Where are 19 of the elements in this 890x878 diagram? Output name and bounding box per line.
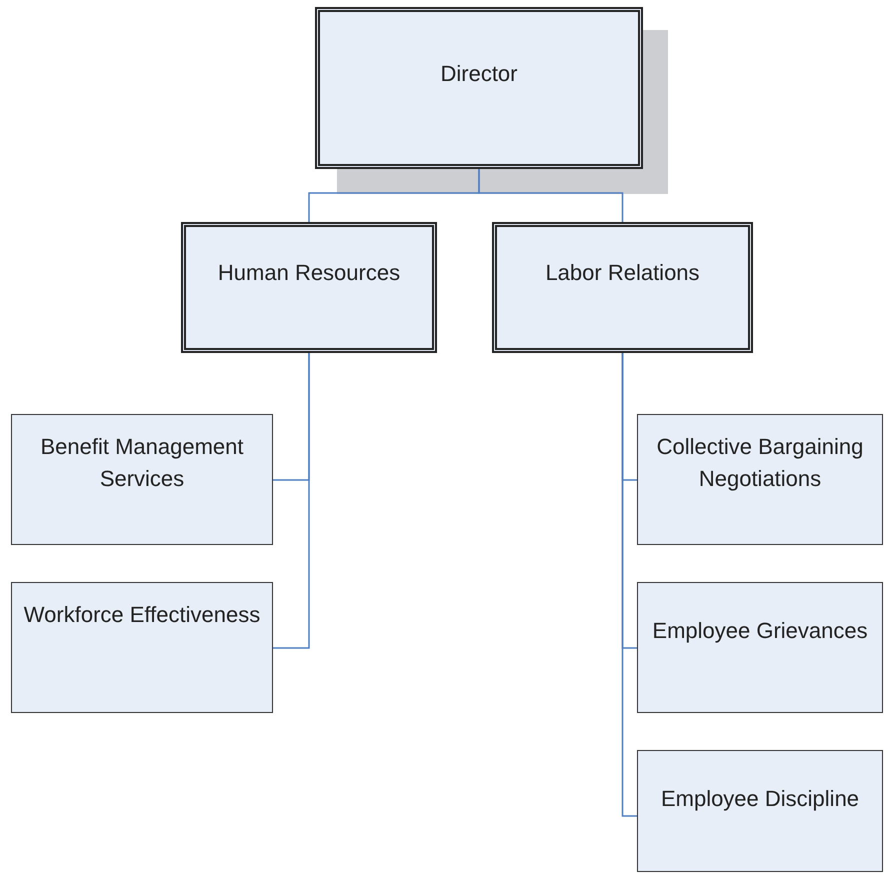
connector-line bbox=[622, 353, 637, 817]
org-box bbox=[11, 582, 273, 713]
box-label: Employee Discipline bbox=[660, 785, 860, 813]
box-label: Director bbox=[439, 60, 518, 88]
box-label: Human Resources bbox=[216, 259, 402, 287]
connector-line bbox=[478, 169, 624, 222]
org-box bbox=[637, 414, 883, 545]
org-box bbox=[637, 582, 883, 713]
org-box bbox=[637, 750, 883, 872]
box-label: Benefit Management Services bbox=[39, 433, 245, 493]
box-label: Collective Bargaining Negotiations bbox=[656, 433, 864, 493]
box-label: Employee Grievances bbox=[651, 617, 869, 645]
box-label: Workforce Effectiveness bbox=[22, 601, 262, 629]
box-label: Labor Relations bbox=[544, 259, 701, 287]
org-box bbox=[315, 7, 643, 169]
connector-line bbox=[273, 353, 310, 649]
org-box bbox=[11, 414, 273, 545]
org-box bbox=[492, 222, 753, 353]
org-box bbox=[181, 222, 437, 353]
